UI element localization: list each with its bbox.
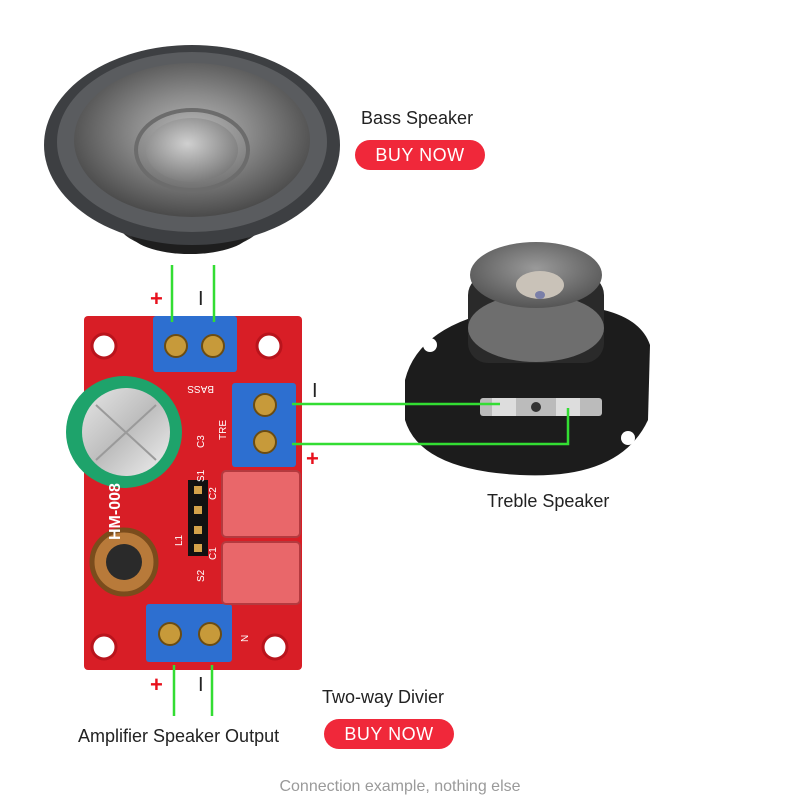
treble-positive-wire: [292, 408, 570, 446]
silk-c3: C3: [196, 435, 207, 448]
bass-minus-marker: I: [198, 288, 204, 310]
inductor-core: [106, 544, 142, 580]
bass-speaker-label: Bass Speaker: [361, 108, 474, 128]
silk-tre: TRE: [218, 420, 229, 440]
bass-terminal-screw: [164, 334, 188, 358]
silk-bass: BASS: [187, 383, 214, 394]
amp-minus-marker: I: [198, 674, 204, 696]
bass-terminal-block: [153, 316, 237, 372]
bass-buy-now-button[interactable]: BUY NOW: [355, 140, 485, 170]
treble-speaker-terminal-lug: [556, 398, 580, 416]
treble-speaker-pole: [516, 271, 564, 299]
treble-speaker: [405, 242, 650, 476]
divider-buy-now-button[interactable]: BUY NOW: [324, 719, 454, 749]
divider-mount-hole: [261, 633, 289, 661]
treble-terminal-block: [232, 383, 296, 467]
treble-plus-marker: +: [306, 446, 319, 471]
input-terminal-screw: [158, 622, 182, 646]
jumper-pin: [194, 544, 202, 552]
divider-mount-hole: [90, 332, 118, 360]
treble-minus-marker: I: [312, 380, 318, 402]
jumper-pin: [194, 526, 202, 534]
amplifier-output-label: Amplifier Speaker Output: [78, 726, 280, 746]
silk-c1: C1: [208, 547, 219, 560]
treble-speaker-ring: [468, 294, 604, 362]
silk-c2: C2: [208, 487, 219, 500]
bass-terminal-screw: [201, 334, 225, 358]
caption: Connection example, nothing else: [279, 778, 521, 795]
bass-speaker: [44, 45, 340, 254]
divider-mount-hole: [90, 633, 118, 661]
bass-plus-marker: +: [150, 286, 163, 311]
capacitor-vent: [95, 404, 157, 461]
bass-speaker-dust-cap: [146, 118, 238, 182]
treble-speaker-rivet: [531, 402, 541, 412]
treble-speaker-terminal-lug: [492, 398, 516, 416]
silk-model: HM-008: [107, 483, 124, 540]
wires: [170, 265, 570, 716]
silk-l1: L1: [174, 534, 185, 546]
silk-n: N: [240, 635, 251, 642]
treble-speaker-mount-hole: [423, 338, 437, 352]
treble-speaker-label: Treble Speaker: [487, 491, 610, 511]
treble-speaker-mount-hole: [621, 431, 635, 445]
silk-s2: S2: [196, 569, 207, 582]
jumper-header: [188, 480, 208, 556]
amp-plus-marker: +: [150, 672, 163, 697]
treble-speaker-vent: [535, 291, 545, 299]
treble-terminal-screw: [253, 393, 277, 417]
input-terminal-screw: [198, 622, 222, 646]
film-capacitor-c2: [221, 470, 301, 538]
bass-speaker-cone-ring: [134, 108, 250, 192]
silk-s1: S1: [196, 469, 207, 482]
divider-mount-hole: [255, 332, 283, 360]
film-capacitor-c1: [221, 541, 301, 605]
divider-label: Two-way Divier: [322, 687, 445, 707]
treble-terminal-screw: [253, 430, 277, 454]
input-terminal-block: [146, 604, 232, 662]
divider-board: BASS TRE C3 C2 C1 S1 S2 L1 N HM-008: [66, 316, 302, 670]
jumper-pin: [194, 486, 202, 494]
jumper-pin: [194, 506, 202, 514]
